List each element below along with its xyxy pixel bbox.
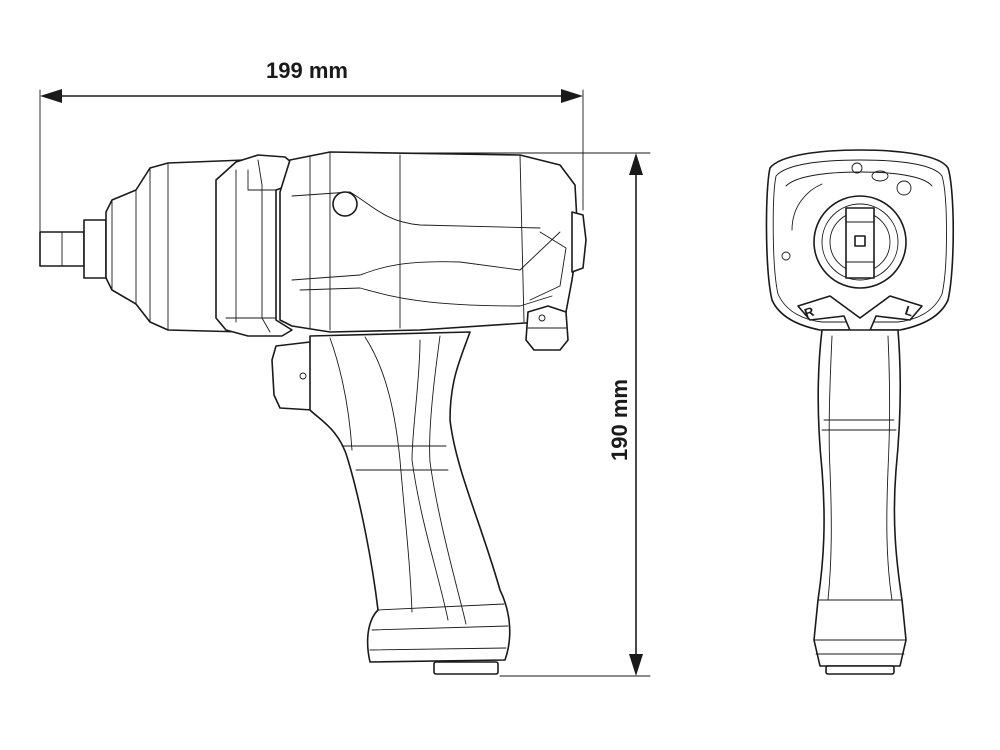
clamp-band xyxy=(215,154,299,337)
handle xyxy=(309,331,511,675)
reverse-valve xyxy=(525,305,569,351)
width-dimension-label: 199 mm xyxy=(266,58,348,83)
motor-housing xyxy=(279,151,587,333)
height-dimension: 190 mm xyxy=(349,152,651,677)
square-drive-anvil xyxy=(39,219,107,279)
rear-handle xyxy=(813,329,907,675)
height-dimension-label: 190 mm xyxy=(607,379,632,461)
reverse-lever: R L xyxy=(797,295,923,341)
regulator-dial xyxy=(813,195,907,289)
width-dimension: 199 mm xyxy=(39,58,584,263)
side-view xyxy=(39,151,587,675)
rear-view: R L xyxy=(765,149,955,675)
